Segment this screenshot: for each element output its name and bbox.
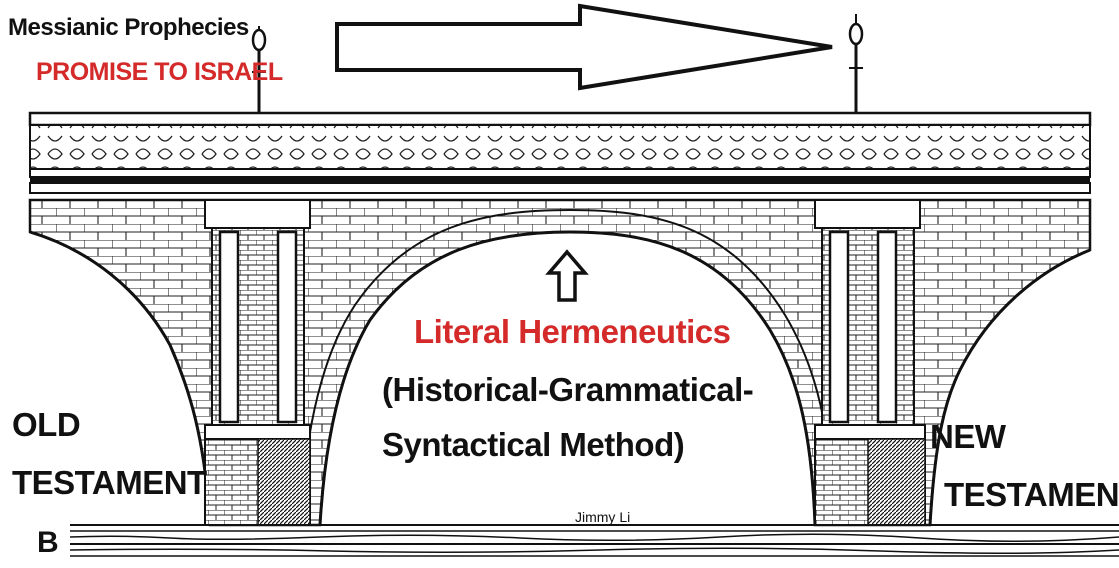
- messianic-prophecies-label: Messianic Prophecies: [8, 14, 249, 41]
- right-arrow-icon: [335, 3, 833, 91]
- left-pier: [204, 199, 311, 526]
- lamp-post-icon: [251, 26, 267, 118]
- literal-hermeneutics-label: Literal Hermeneutics: [414, 313, 731, 350]
- up-arrow-icon: [545, 249, 589, 302]
- author-signature: Jimmy Li: [575, 509, 631, 525]
- lamp-post-icon: [848, 14, 864, 112]
- old-testament-label-line2: TESTAMENT: [12, 464, 207, 501]
- right-pier: [814, 199, 926, 526]
- new-testament-label-line1: NEW: [930, 418, 1006, 455]
- promise-to-israel-label: PROMISE TO ISRAEL: [36, 58, 283, 86]
- new-testament-label-line2: TESTAMENT: [944, 476, 1119, 513]
- bridge-parapet: [28, 111, 1092, 201]
- method-label-line2: Syntactical Method): [382, 426, 685, 463]
- river-water: [69, 524, 1119, 557]
- old-testament-label-line1: OLD: [12, 406, 81, 443]
- plate-letter: B: [37, 526, 59, 559]
- method-label-line1: (Historical-Grammatical-: [382, 371, 754, 408]
